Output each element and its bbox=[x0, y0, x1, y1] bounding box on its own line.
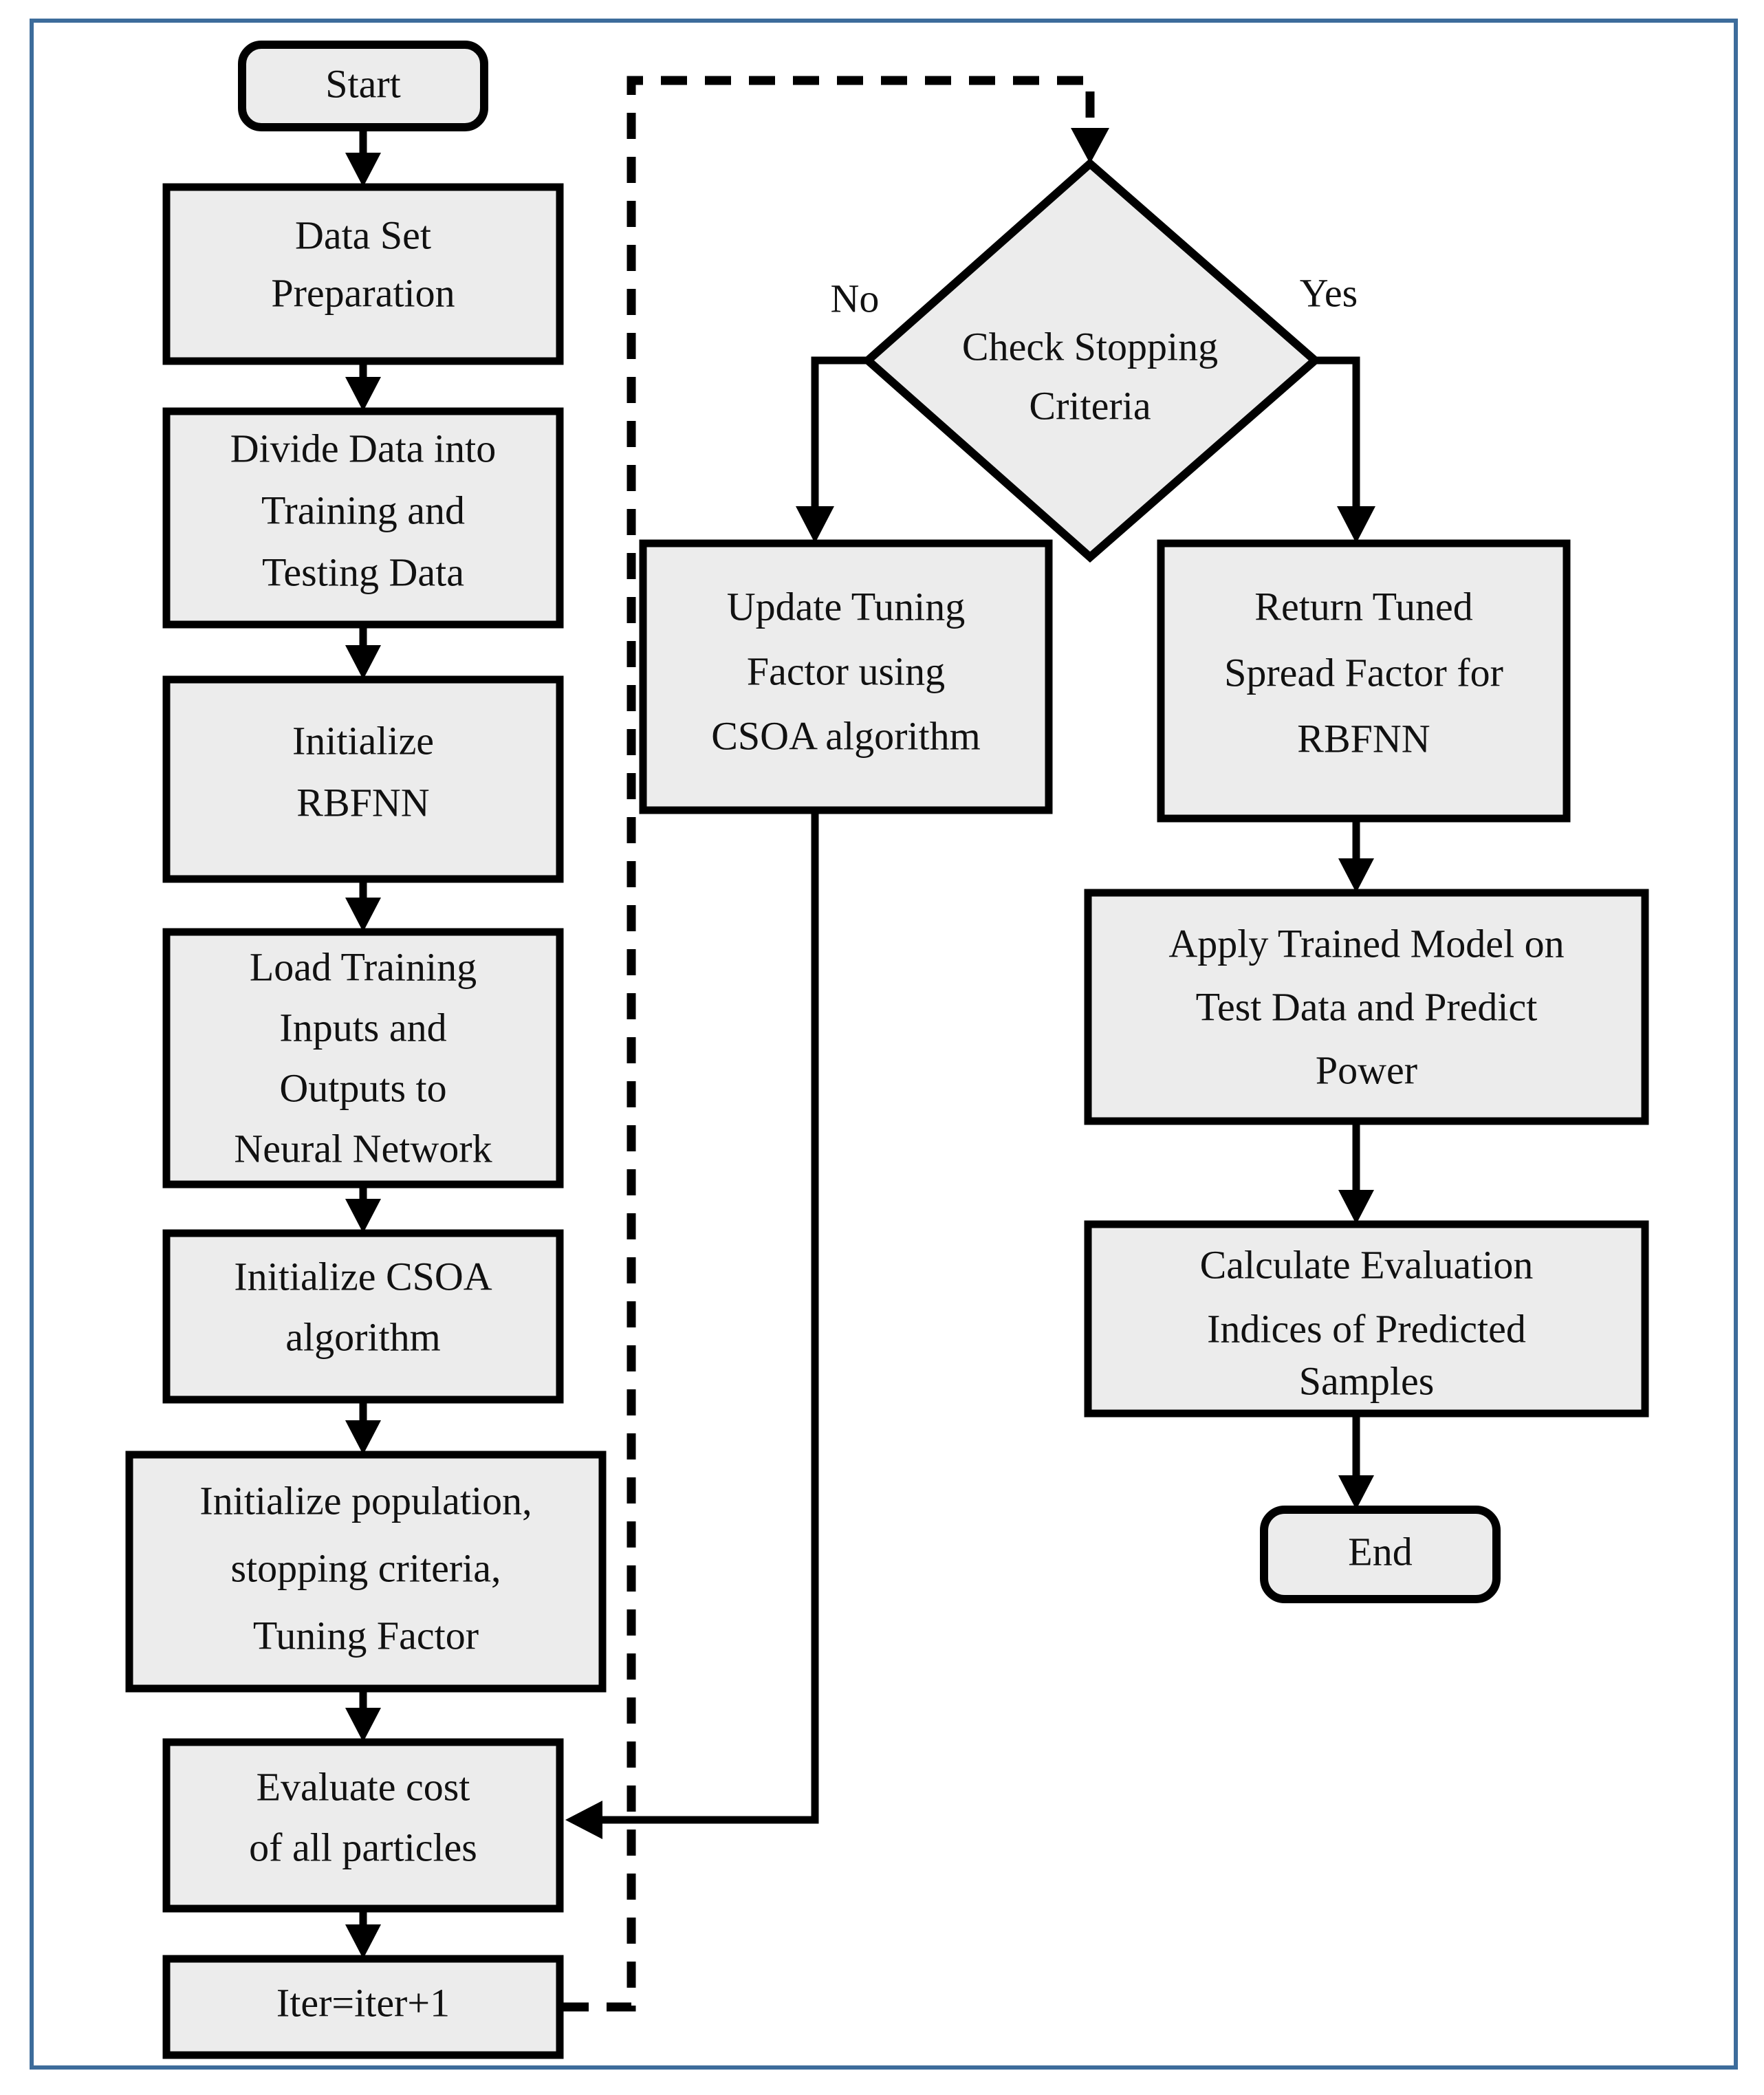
node-initialize-population[interactable]: Initialize population, stopping criteria… bbox=[125, 1451, 607, 1693]
edge-init-csoa-to-init-pop bbox=[345, 1400, 381, 1455]
node-end[interactable]: End bbox=[1260, 1506, 1501, 1603]
edge-load-to-init-csoa bbox=[345, 1184, 381, 1233]
node-iter-increment-line1: Iter=iter+1 bbox=[276, 1980, 450, 2025]
node-apply-trained-model[interactable]: Apply Trained Model on Test Data and Pre… bbox=[1084, 889, 1649, 1125]
edge-iter-to-check-dashed bbox=[563, 76, 1109, 2012]
node-load-training-line3: Outputs to bbox=[279, 1065, 446, 1110]
node-initialize-csoa-line2: algorithm bbox=[285, 1314, 441, 1359]
node-calculate-evaluation-line1: Calculate Evaluation bbox=[1200, 1242, 1534, 1287]
node-initialize-rbfnn-line1: Initialize bbox=[292, 718, 434, 763]
node-start[interactable]: Start bbox=[238, 41, 488, 131]
node-initialize-rbfnn[interactable]: Initialize RBFNN bbox=[162, 675, 564, 883]
node-update-tuning-factor-line1: Update Tuning bbox=[727, 584, 965, 629]
node-data-set-preparation[interactable]: Data Set Preparation bbox=[162, 183, 564, 365]
node-load-training-line4: Neural Network bbox=[234, 1126, 492, 1171]
node-initialize-population-line3: Tuning Factor bbox=[253, 1613, 479, 1658]
node-return-tuned-spread-line2: Spread Factor for bbox=[1224, 650, 1503, 695]
node-divide-data-line1: Divide Data into bbox=[230, 426, 497, 470]
node-load-training[interactable]: Load Training Inputs and Outputs to Neur… bbox=[162, 928, 564, 1188]
node-initialize-csoa[interactable]: Initialize CSOA algorithm bbox=[162, 1229, 564, 1404]
node-initialize-population-line1: Initialize population, bbox=[199, 1478, 532, 1523]
branch-label-no: No bbox=[831, 276, 880, 321]
node-divide-data[interactable]: Divide Data into Training and Testing Da… bbox=[162, 407, 564, 629]
node-calculate-evaluation[interactable]: Calculate Evaluation Indices of Predicte… bbox=[1084, 1220, 1649, 1418]
edge-init-rbfnn-to-load bbox=[345, 879, 381, 932]
node-return-tuned-spread-line1: Return Tuned bbox=[1254, 584, 1472, 629]
node-initialize-csoa-line1: Initialize CSOA bbox=[234, 1254, 492, 1299]
node-check-stopping-criteria[interactable]: Check Stopping Criteria bbox=[861, 158, 1322, 563]
node-return-tuned-spread-line3: RBFNN bbox=[1297, 716, 1430, 761]
node-initialize-rbfnn-line2: RBFNN bbox=[296, 780, 429, 825]
node-apply-trained-model-line1: Apply Trained Model on bbox=[1168, 921, 1564, 966]
edge-start-to-dataset bbox=[345, 127, 381, 187]
edge-update-to-evaluate bbox=[565, 810, 819, 1839]
node-initialize-population-line2: stopping criteria, bbox=[230, 1545, 501, 1590]
node-divide-data-line3: Testing Data bbox=[262, 550, 464, 594]
node-end-label: End bbox=[1348, 1529, 1412, 1574]
edge-return-to-apply bbox=[1338, 818, 1374, 893]
node-divide-data-line2: Training and bbox=[261, 488, 465, 532]
edge-calculate-to-end bbox=[1338, 1413, 1374, 1510]
branch-label-yes: Yes bbox=[1300, 270, 1358, 315]
node-start-label: Start bbox=[325, 61, 401, 106]
node-check-stopping-criteria-line1: Check Stopping bbox=[962, 324, 1218, 369]
figure-border bbox=[30, 19, 1738, 2070]
node-apply-trained-model-line2: Test Data and Predict bbox=[1196, 984, 1538, 1029]
node-update-tuning-factor-line2: Factor using bbox=[747, 649, 945, 693]
node-check-stopping-criteria-line2: Criteria bbox=[1029, 383, 1151, 428]
node-evaluate-cost-line2: of all particles bbox=[249, 1825, 477, 1869]
edge-check-yes-to-return bbox=[1315, 356, 1375, 543]
node-calculate-evaluation-line3: Samples bbox=[1299, 1358, 1435, 1403]
edge-apply-to-calculate bbox=[1338, 1121, 1374, 1224]
node-return-tuned-spread[interactable]: Return Tuned Spread Factor for RBFNN bbox=[1157, 539, 1571, 823]
node-evaluate-cost-line1: Evaluate cost bbox=[257, 1764, 470, 1809]
node-update-tuning-factor[interactable]: Update Tuning Factor using CSOA algorith… bbox=[639, 539, 1053, 814]
node-data-set-preparation-line2: Preparation bbox=[271, 270, 455, 315]
edge-dataset-to-divide bbox=[345, 361, 381, 411]
node-calculate-evaluation-line2: Indices of Predicted bbox=[1207, 1306, 1526, 1351]
edge-divide-to-init-rbfnn bbox=[345, 625, 381, 680]
node-load-training-line1: Load Training bbox=[250, 944, 477, 989]
edge-check-no-to-update bbox=[796, 356, 868, 543]
node-load-training-line2: Inputs and bbox=[279, 1005, 446, 1050]
node-iter-increment[interactable]: Iter=iter+1 bbox=[162, 1955, 564, 2059]
node-data-set-preparation-line1: Data Set bbox=[295, 213, 431, 257]
node-evaluate-cost[interactable]: Evaluate cost of all particles bbox=[162, 1738, 564, 1913]
node-update-tuning-factor-line3: CSOA algorithm bbox=[711, 713, 981, 758]
node-apply-trained-model-line3: Power bbox=[1316, 1048, 1417, 1092]
edge-init-pop-to-evaluate bbox=[345, 1689, 381, 1742]
edge-evaluate-to-iter bbox=[345, 1909, 381, 1959]
